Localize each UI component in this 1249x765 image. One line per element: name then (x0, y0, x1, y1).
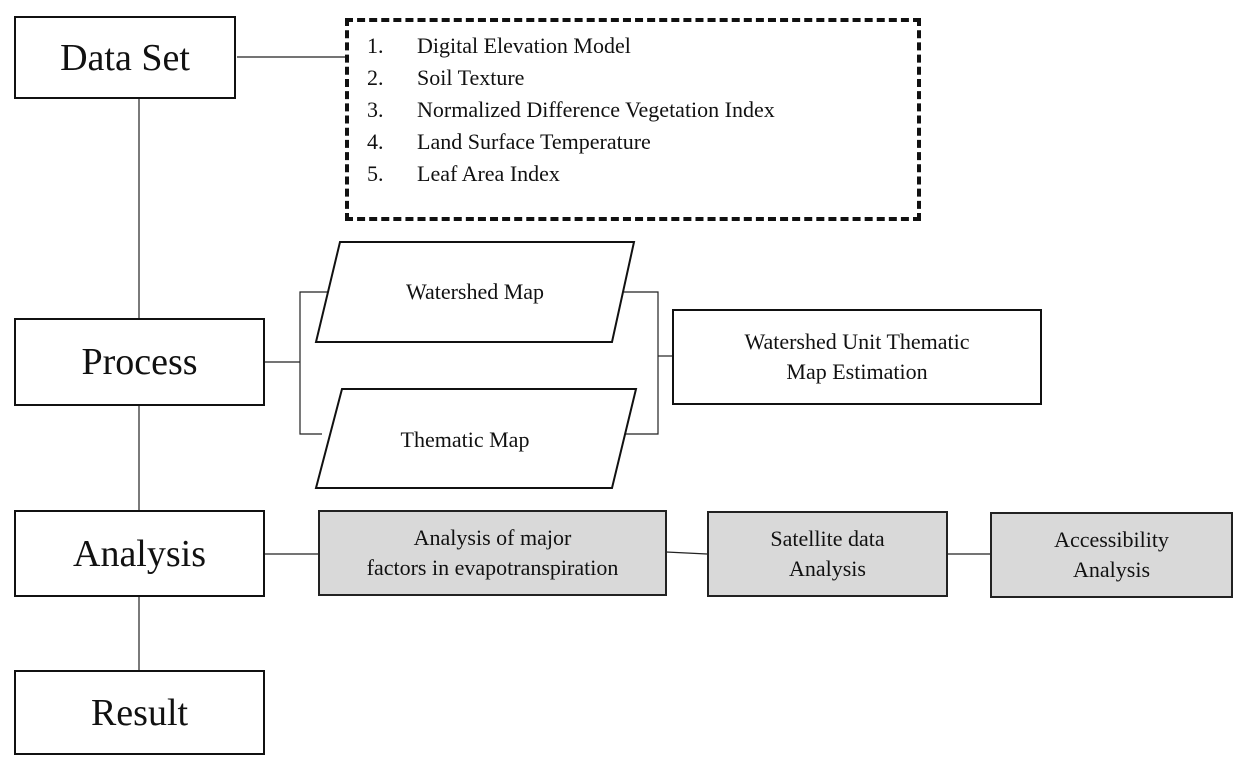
watershed-unit-estimation-text: Watershed Unit Thematic Map Estimation (744, 327, 969, 387)
thematic-map-label: Thematic Map (400, 427, 530, 452)
dataset-item-label: Digital Elevation Model (417, 33, 631, 58)
dataset-items: 1. Digital Elevation Model 2. Soil Textu… (367, 30, 917, 190)
estimation-line-2: Map Estimation (786, 359, 928, 384)
dataset-item: 1. Digital Elevation Model (367, 30, 917, 62)
major-factors-analysis-box: Analysis of major factors in evapotransp… (318, 510, 667, 596)
watershed-unit-estimation-box: Watershed Unit Thematic Map Estimation (672, 309, 1042, 405)
watershed-map-label: Watershed Map (405, 279, 545, 304)
dataset-item-label: Normalized Difference Vegetation Index (417, 97, 775, 122)
estimation-line-1: Watershed Unit Thematic (744, 329, 970, 354)
stage-dataset: Data Set (14, 16, 236, 99)
dataset-item-number: 4. (367, 129, 384, 154)
stage-result: Result (14, 670, 265, 755)
dataset-item-number: 1. (367, 33, 384, 58)
connector-merge-bracket (612, 291, 659, 435)
major-factors-analysis-text: Analysis of major factors in evapotransp… (367, 523, 619, 583)
thematic-map-shape (314, 388, 638, 489)
satellite-data-analysis-box: Satellite data Analysis (707, 511, 948, 597)
stage-process-label: Process (81, 341, 198, 383)
satellite-data-analysis-text: Satellite data Analysis (770, 524, 884, 584)
connector-fork-bracket (299, 291, 334, 435)
stage-dataset-label: Data Set (60, 36, 190, 79)
dataset-list: 1. Digital Elevation Model 2. Soil Textu… (345, 18, 921, 221)
dataset-item-label: Land Surface Temperature (417, 129, 651, 154)
dataset-item-label: Leaf Area Index (417, 161, 560, 186)
dataset-item: 3. Normalized Difference Vegetation Inde… (367, 94, 917, 126)
accessibility-analysis-box: Accessibility Analysis (990, 512, 1233, 598)
dataset-item: 4. Land Surface Temperature (367, 126, 917, 158)
stage-analysis-label: Analysis (73, 532, 206, 575)
satellite-line-1: Satellite data (770, 526, 885, 551)
major-factors-line-1: Analysis of major (413, 525, 572, 550)
dataset-item: 5. Leaf Area Index (367, 158, 917, 190)
major-factors-line-2: factors in evapotranspiration (366, 555, 619, 580)
satellite-line-2: Analysis (788, 556, 866, 581)
dataset-item-number: 2. (367, 65, 384, 90)
stage-analysis: Analysis (14, 510, 265, 597)
dataset-item-number: 5. (367, 161, 384, 186)
connector-major-satellite (665, 551, 708, 555)
accessibility-line-2: Analysis (1073, 557, 1150, 582)
accessibility-analysis-text: Accessibility Analysis (1054, 525, 1169, 585)
dataset-item: 2. Soil Texture (367, 62, 917, 94)
stage-process: Process (14, 318, 265, 406)
accessibility-line-1: Accessibility (1054, 527, 1169, 552)
watershed-map-shape (314, 241, 636, 343)
stage-result-label: Result (90, 691, 189, 734)
dataset-item-number: 3. (367, 97, 384, 122)
dataset-item-label: Soil Texture (417, 65, 525, 90)
